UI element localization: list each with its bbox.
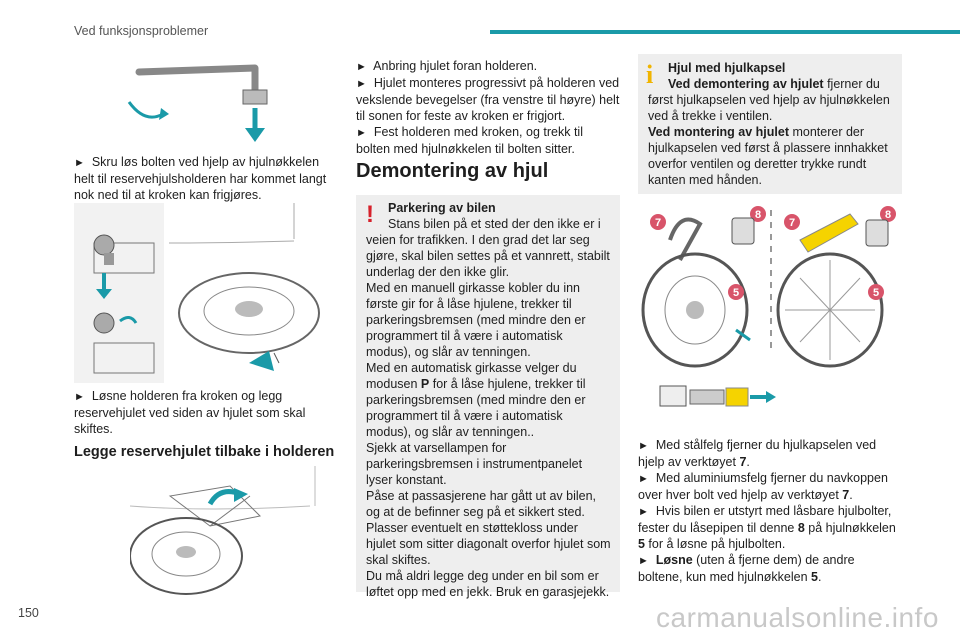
col3-step4-wrench: 5 <box>811 570 818 584</box>
warning-text-2: Med en manuell girkasse kobler du inn fø… <box>366 281 586 359</box>
bullet-arrow-icon: ► <box>356 78 367 90</box>
col3-step3c: på hjulnøkkelen <box>804 521 896 535</box>
header-accent-bar <box>490 30 960 34</box>
col1-step2: Løsne holderen fra kroken og legg reserv… <box>74 389 306 436</box>
col3-step4-loosen: Løsne <box>655 553 693 567</box>
badge-8-alu: 8 <box>885 209 891 221</box>
info-fitting-text: monterer der hjulkapselen ved først å pl… <box>648 125 888 187</box>
warning-text-1: Stans bilen på et sted der den ikke er i… <box>366 217 610 279</box>
warning-text-3a: Med en automatisk girkasse velger du mod… <box>366 361 577 391</box>
warning-text-6: Plasser eventuelt en støttekloss under h… <box>366 521 611 567</box>
info-box: i Hjul med hjulkapsel Ved demontering av… <box>638 54 902 194</box>
col2-step1: Anbring hjulet foran holderen. <box>373 59 538 73</box>
col3-step1-tool: 7 <box>739 455 747 469</box>
bullet-arrow-icon: ► <box>74 391 85 403</box>
warning-box: ! Parkering av bilen Stans bilen på et s… <box>356 195 620 599</box>
warning-text-5: Påse at passasjerene har gått ut av bile… <box>366 489 597 519</box>
info-fitting-label: Ved montering av hjulet <box>648 125 789 139</box>
info-removal-label: Ved demontering av hjulet <box>668 77 824 91</box>
spare-wheel-holder-illustration <box>74 203 320 383</box>
header-title: Ved funksjonsproblemer <box>74 24 209 38</box>
section-heading-refit: Legge reservehjulet tilbake i holderen <box>74 444 335 460</box>
section-heading-wheel-removal: Demontering av hjul <box>356 160 549 182</box>
bullet-arrow-icon: ► <box>638 506 649 518</box>
badge-7: 7 <box>655 217 661 229</box>
bullet-arrow-icon: ► <box>356 61 367 73</box>
col3-step3-socket: 8 <box>797 521 805 535</box>
badge-8: 8 <box>755 209 761 221</box>
bullet-arrow-icon: ► <box>356 127 367 139</box>
col3-step3-wrench: 5 <box>638 537 645 551</box>
wheel-wrench-illustration <box>127 64 268 142</box>
col3-step1-end: . <box>746 455 750 469</box>
wheel-tools-illustration: 7 8 7 8 5 5 <box>641 206 896 407</box>
col3-step3a: Hvis bilen er utstyrt med låsbare hjulbo… <box>638 504 892 535</box>
col3-step2a: Med aluminiumsfelg fjerner du navkoppen … <box>638 471 888 502</box>
col3-step2-end: . <box>849 488 853 502</box>
warning-title: Parkering av bilen <box>388 201 496 215</box>
badge-5: 5 <box>733 287 739 299</box>
warning-text-3-mode: P <box>420 377 430 391</box>
info-removal-text: fjerner du først hjulkapselen ved hjelp … <box>648 77 890 123</box>
bullet-arrow-icon: ► <box>74 157 85 169</box>
warning-text-7: Du må aldri legge deg under en bil som e… <box>366 569 610 599</box>
col3-step1a: Med stålfelg fjerner du hjulkapselen ved… <box>638 438 877 469</box>
warning-icon: ! <box>366 201 374 228</box>
page-number: 150 <box>18 606 39 620</box>
bullet-arrow-icon: ► <box>638 473 649 485</box>
bullet-arrow-icon: ► <box>638 555 649 567</box>
refit-spare-wheel-illustration <box>130 466 316 595</box>
col1-step1: Skru løs bolten ved hjelp av hjulnøkkele… <box>74 155 327 202</box>
badge-7-alu: 7 <box>789 217 795 229</box>
col3-step2-tool: 7 <box>842 488 850 502</box>
col3-step4b: (uten å fjerne dem) de andre boltene, ku… <box>638 553 855 584</box>
info-icon: i <box>646 60 654 89</box>
bullet-arrow-icon: ► <box>638 440 649 452</box>
badge-5-alu: 5 <box>873 287 879 299</box>
info-title: Hjul med hjulkapsel <box>668 61 786 75</box>
col2-step2: Hjulet monteres progressivt på holderen … <box>356 76 620 123</box>
watermark: carmanualsonline.info <box>656 602 939 633</box>
col3-step3e: for å løsne på hjulbolten. <box>644 537 786 551</box>
warning-text-4: Sjekk at varsellampen for parkeringsbrem… <box>366 441 583 487</box>
col2-step3: Fest holderen med kroken, og trekk til b… <box>356 125 583 156</box>
warning-text-3c: for å låse hjulene, trekker til parkerin… <box>366 377 586 439</box>
col3-step4-end: . <box>817 570 822 584</box>
